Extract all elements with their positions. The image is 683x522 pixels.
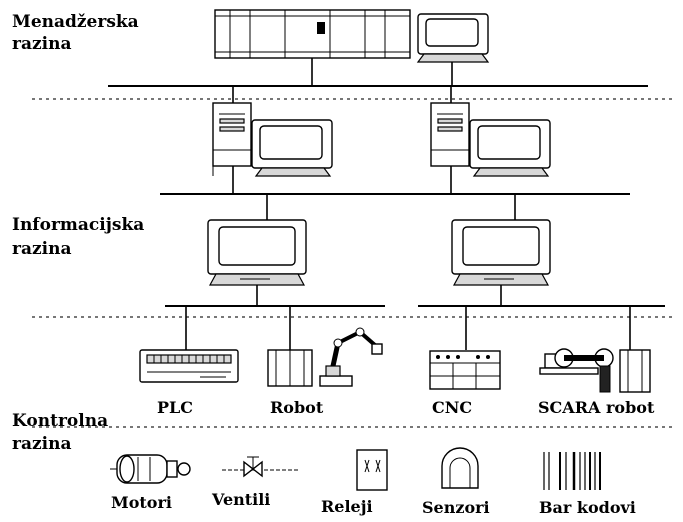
field-label-sensors: Senzori: [422, 498, 490, 517]
workstation-icon-left: [212, 102, 333, 177]
pc-monitor-icon-left: [207, 219, 307, 286]
robot-arm-icon: [267, 327, 383, 387]
mainframe-server-icon: [214, 9, 411, 59]
device-label-robot: Robot: [270, 398, 324, 417]
field-label-relays: Releji: [321, 497, 373, 516]
field-label-motors: Motori: [111, 493, 172, 512]
field-label-valves: Ventili: [211, 490, 270, 509]
valve-icon: [222, 456, 300, 478]
level-label-information: Informacijska: [12, 215, 144, 235]
level-label-control: Kontrolna: [12, 411, 108, 431]
pc-monitor-icon-right: [451, 219, 551, 286]
device-label-plc: PLC: [157, 398, 193, 417]
motor-icon: [110, 454, 191, 484]
barcode-icon: [543, 452, 601, 490]
level-label-management: Menadžerska: [12, 12, 139, 32]
workstation-icon-right: [430, 102, 551, 177]
terminal-monitor-icon: [416, 13, 490, 63]
relay-icon: [356, 449, 388, 491]
plc-icon: [139, 349, 239, 383]
level-label-management-line2: razina: [12, 34, 71, 54]
field-label-barcodes: Bar kodovi: [539, 498, 636, 517]
cnc-machine-icon: [429, 350, 501, 390]
device-label-cnc: CNC: [432, 398, 472, 417]
sensor-icon: [441, 447, 479, 489]
scara-robot-icon: [539, 348, 651, 393]
device-label-scara-robot: SCARA robot: [538, 398, 655, 417]
level-label-control-line2: razina: [12, 434, 71, 454]
level-label-information-line2: razina: [12, 239, 71, 259]
